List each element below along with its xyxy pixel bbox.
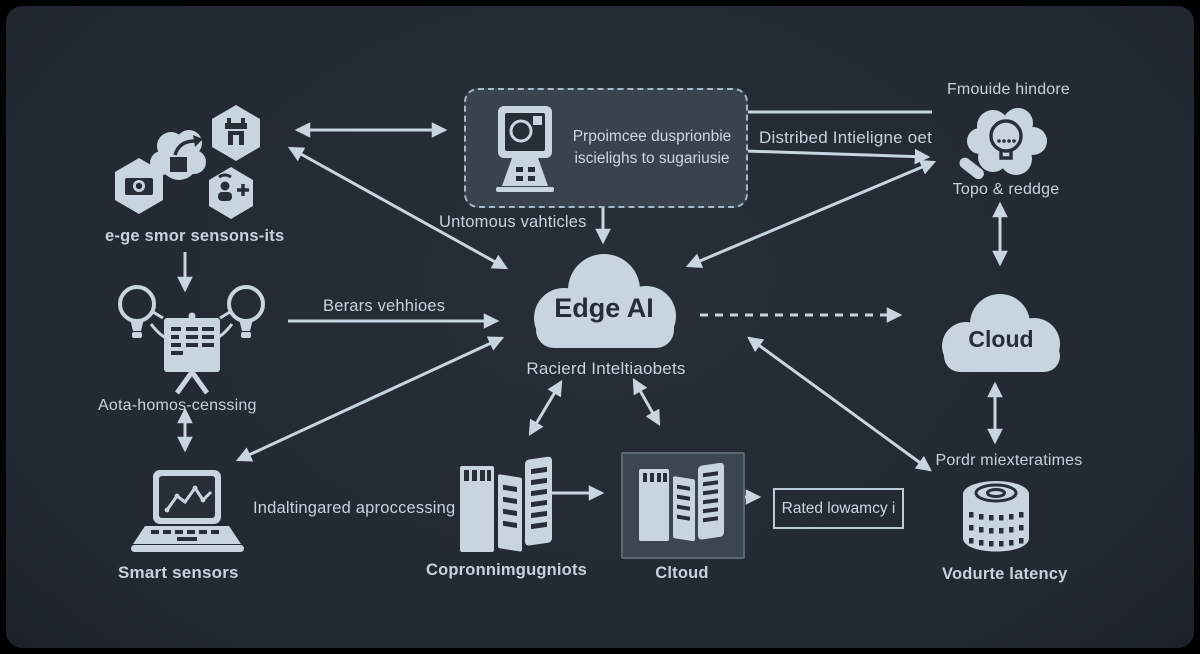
sensing-icon [109, 274, 274, 399]
bearer-edge-label: Berars vehhioes [323, 297, 446, 315]
processing-box-line1: Prpoimcee dusprionbie [572, 127, 732, 145]
compute-label: Copronnimgugniots [426, 561, 588, 579]
distributed-label: Distribed Intieligne oet [758, 128, 932, 147]
latency-box-label: Rated lowamcy i [781, 499, 896, 517]
sensor-cluster-icon [101, 91, 281, 221]
insight-top-label: Fmouide hindore [946, 81, 1071, 98]
processing-box: Prpoimcee dusprionbie iscielighs to suga… [464, 88, 748, 208]
insight-bulb-icon [956, 101, 1054, 185]
arrow-distributed-insight [744, 148, 931, 165]
arrow-edgeai-panel [632, 377, 661, 427]
insight-bottom-label: Topo & reddge [952, 181, 1060, 198]
processing-box-line2: iscielighs to sugariusie [574, 150, 730, 167]
integrated-edge-label: Indaltingared aproccessing [253, 499, 456, 517]
processing-device-icon [490, 104, 560, 194]
arrow-laptop-edgeai [235, 336, 505, 462]
datastore-icon [953, 472, 1039, 562]
latency-box: Rated lowamcy i [773, 488, 904, 529]
datastore-label: Vodurte latency [942, 565, 1068, 583]
arrow-edgeai-compute [528, 379, 563, 437]
autonomous-edge-label: Untomous vahticles [439, 213, 587, 231]
datastore-top-label: Pordr miexteratimes [935, 452, 1083, 469]
edge-ai-cloud-icon [516, 246, 691, 361]
cloud-icon [926, 284, 1076, 384]
arrow-sensors-edgeai [287, 146, 509, 270]
connector-layer [177, 110, 1008, 505]
diagram-canvas: e-ge smor sensons-its Prpoimcee [6, 6, 1194, 648]
sensing-label: Aota-homos-censsing [98, 397, 257, 414]
edge-ai-label: Edge AI [554, 293, 654, 323]
sensor-cluster-label: e-ge smor sensons-its [105, 227, 285, 245]
smart-sensors-label: Smart sensors [118, 563, 239, 582]
arrow-edgeai-datastore [747, 336, 932, 472]
cloud-label: Cloud [968, 326, 1034, 352]
smart-sensors-icon [131, 468, 246, 563]
processing-box-text: Prpoimcee dusprionbie iscielighs to suga… [568, 126, 736, 171]
edge-ai-sublabel: Racierd Inteltiaobets [526, 359, 686, 378]
cloud-panel-buildings-icon [639, 463, 724, 542]
cloud-panel [621, 452, 745, 559]
arrow-insight-edgeai [685, 159, 937, 269]
cloud-panel-label: Cltoud [655, 564, 709, 582]
compute-icon [458, 454, 554, 554]
